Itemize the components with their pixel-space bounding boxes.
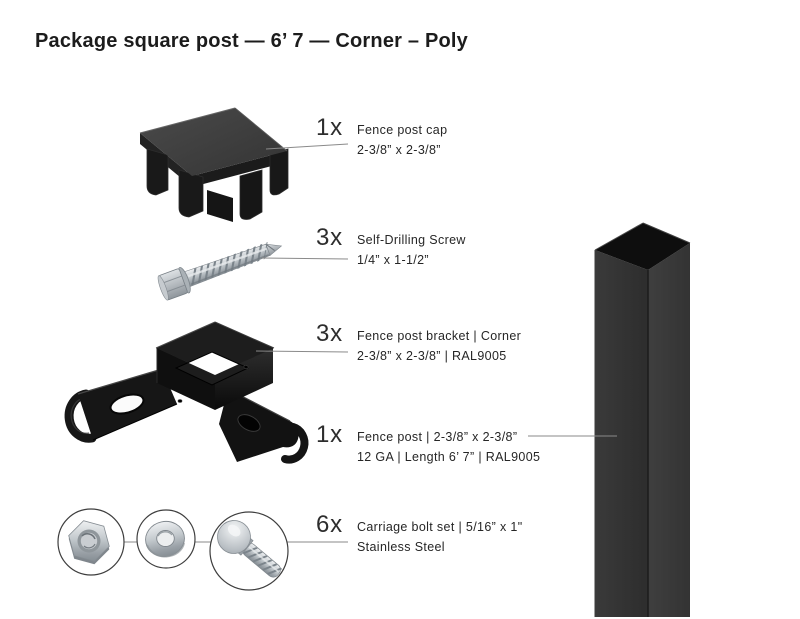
item-quantity: 6x — [316, 511, 343, 538]
item-row-self-drilling-screw: 3x Self-Drilling Screw 1/4” x 1-1/2” — [316, 224, 465, 268]
item-name: Fence post cap — [357, 123, 448, 137]
carriage-bolt-set-illustration — [57, 508, 289, 591]
item-name: Self-Drilling Screw — [357, 233, 466, 247]
item-row-fence-post-bracket: 3x Fence post bracket | Corner 2-3/8” x … — [316, 320, 521, 364]
page-title: Package square post — 6’ 7 — Corner – Po… — [35, 30, 469, 52]
bracket-leader-line — [255, 350, 349, 353]
item-name: Fence post | 2-3/8” x 2-3/8” — [357, 430, 518, 444]
fence-post-cap-illustration — [139, 107, 289, 222]
item-spec: 2-3/8” x 2-3/8” | RAL9005 — [357, 349, 507, 363]
item-spec: 2-3/8” x 2-3/8” — [357, 143, 441, 157]
screw-leader-line — [261, 257, 349, 260]
item-quantity: 3x — [316, 224, 343, 251]
washer-icon — [145, 520, 185, 558]
fence-post-illustration — [594, 222, 691, 617]
item-row-fence-post: 1x Fence post | 2-3/8” x 2-3/8” 12 GA | … — [316, 421, 540, 465]
leader-lines — [255, 143, 617, 437]
item-quantity: 1x — [316, 114, 343, 141]
item-row-carriage-bolt-set: 6x Carriage bolt set | 5/16” x 1" Stainl… — [316, 511, 522, 555]
item-quantity: 1x — [316, 421, 343, 448]
item-spec: 1/4” x 1-1/2” — [357, 253, 429, 267]
item-spec: Stainless Steel — [357, 540, 445, 554]
item-row-fence-post-cap: 1x Fence post cap 2-3/8” x 2-3/8” — [316, 114, 447, 158]
fence-post-bracket-illustration — [64, 321, 309, 464]
hex-nut-icon — [68, 520, 110, 565]
item-name: Carriage bolt set | 5/16” x 1" — [357, 520, 523, 534]
cap-leader-line — [265, 143, 349, 150]
self-drilling-screw-illustration — [157, 241, 283, 301]
item-quantity: 3x — [316, 320, 343, 347]
carriage-bolt-icon — [217, 520, 284, 578]
item-spec: 12 GA | Length 6’ 7” | RAL9005 — [357, 450, 541, 464]
item-name: Fence post bracket | Corner — [357, 329, 522, 343]
